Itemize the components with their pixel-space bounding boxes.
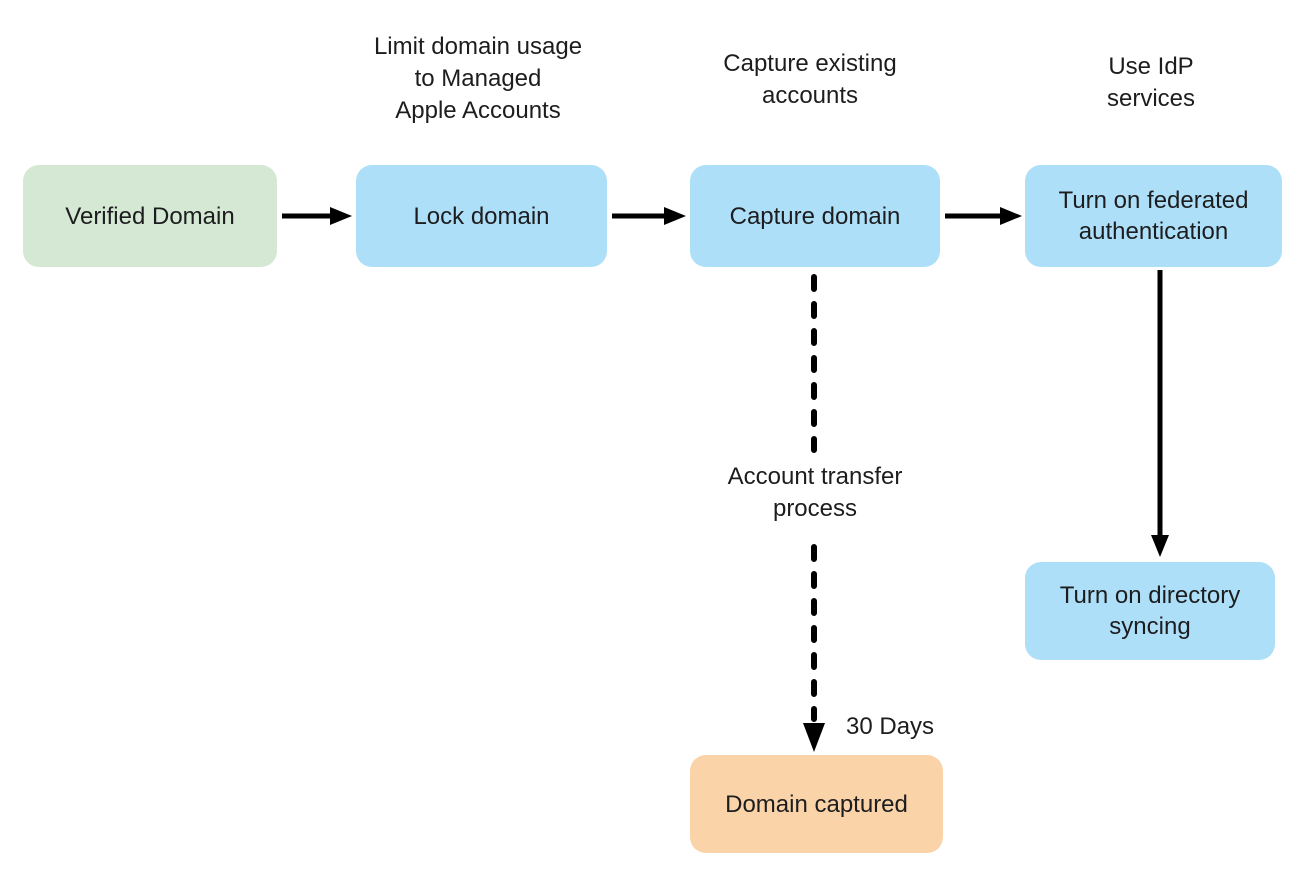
arrowhead-down-icon bbox=[803, 723, 825, 752]
node-domain-captured: Domain captured bbox=[690, 755, 943, 853]
annotation-account-transfer: Account transfer process bbox=[727, 463, 903, 522]
node-lock-domain-label: Lock domain bbox=[413, 202, 550, 230]
node-federated-authentication-label: Turn on federated authentication bbox=[1058, 187, 1249, 245]
node-domain-captured-label: Domain captured bbox=[725, 790, 908, 818]
node-capture-domain-label: Capture domain bbox=[729, 202, 901, 230]
arrowhead-right-icon bbox=[1000, 207, 1022, 225]
annotation-limit-domain-usage: Limit domain usage to Managed Apple Acco… bbox=[373, 33, 583, 124]
node-verified-domain-label: Verified Domain bbox=[65, 202, 235, 230]
arrowhead-right-icon bbox=[330, 207, 352, 225]
node-federated-authentication: Turn on federated authentication bbox=[1025, 165, 1282, 267]
edge-capture-to-federated bbox=[945, 207, 1022, 225]
node-lock-domain: Lock domain bbox=[356, 165, 607, 267]
edge-lock-to-capture bbox=[612, 207, 686, 225]
annotation-use-idp: Use IdP services bbox=[1106, 53, 1196, 112]
annotation-30-days: 30 Days bbox=[846, 713, 935, 740]
edge-verified-to-lock bbox=[282, 207, 352, 225]
arrowhead-right-icon bbox=[664, 207, 686, 225]
arrowhead-down-icon bbox=[1151, 535, 1169, 557]
node-verified-domain: Verified Domain bbox=[23, 165, 277, 267]
node-directory-syncing: Turn on directory syncing bbox=[1025, 562, 1275, 660]
node-directory-syncing-label: Turn on directory syncing bbox=[1059, 582, 1241, 640]
edge-federated-to-directory bbox=[1151, 270, 1169, 557]
node-capture-domain: Capture domain bbox=[690, 165, 940, 267]
annotation-capture-existing: Capture existing accounts bbox=[723, 50, 897, 109]
